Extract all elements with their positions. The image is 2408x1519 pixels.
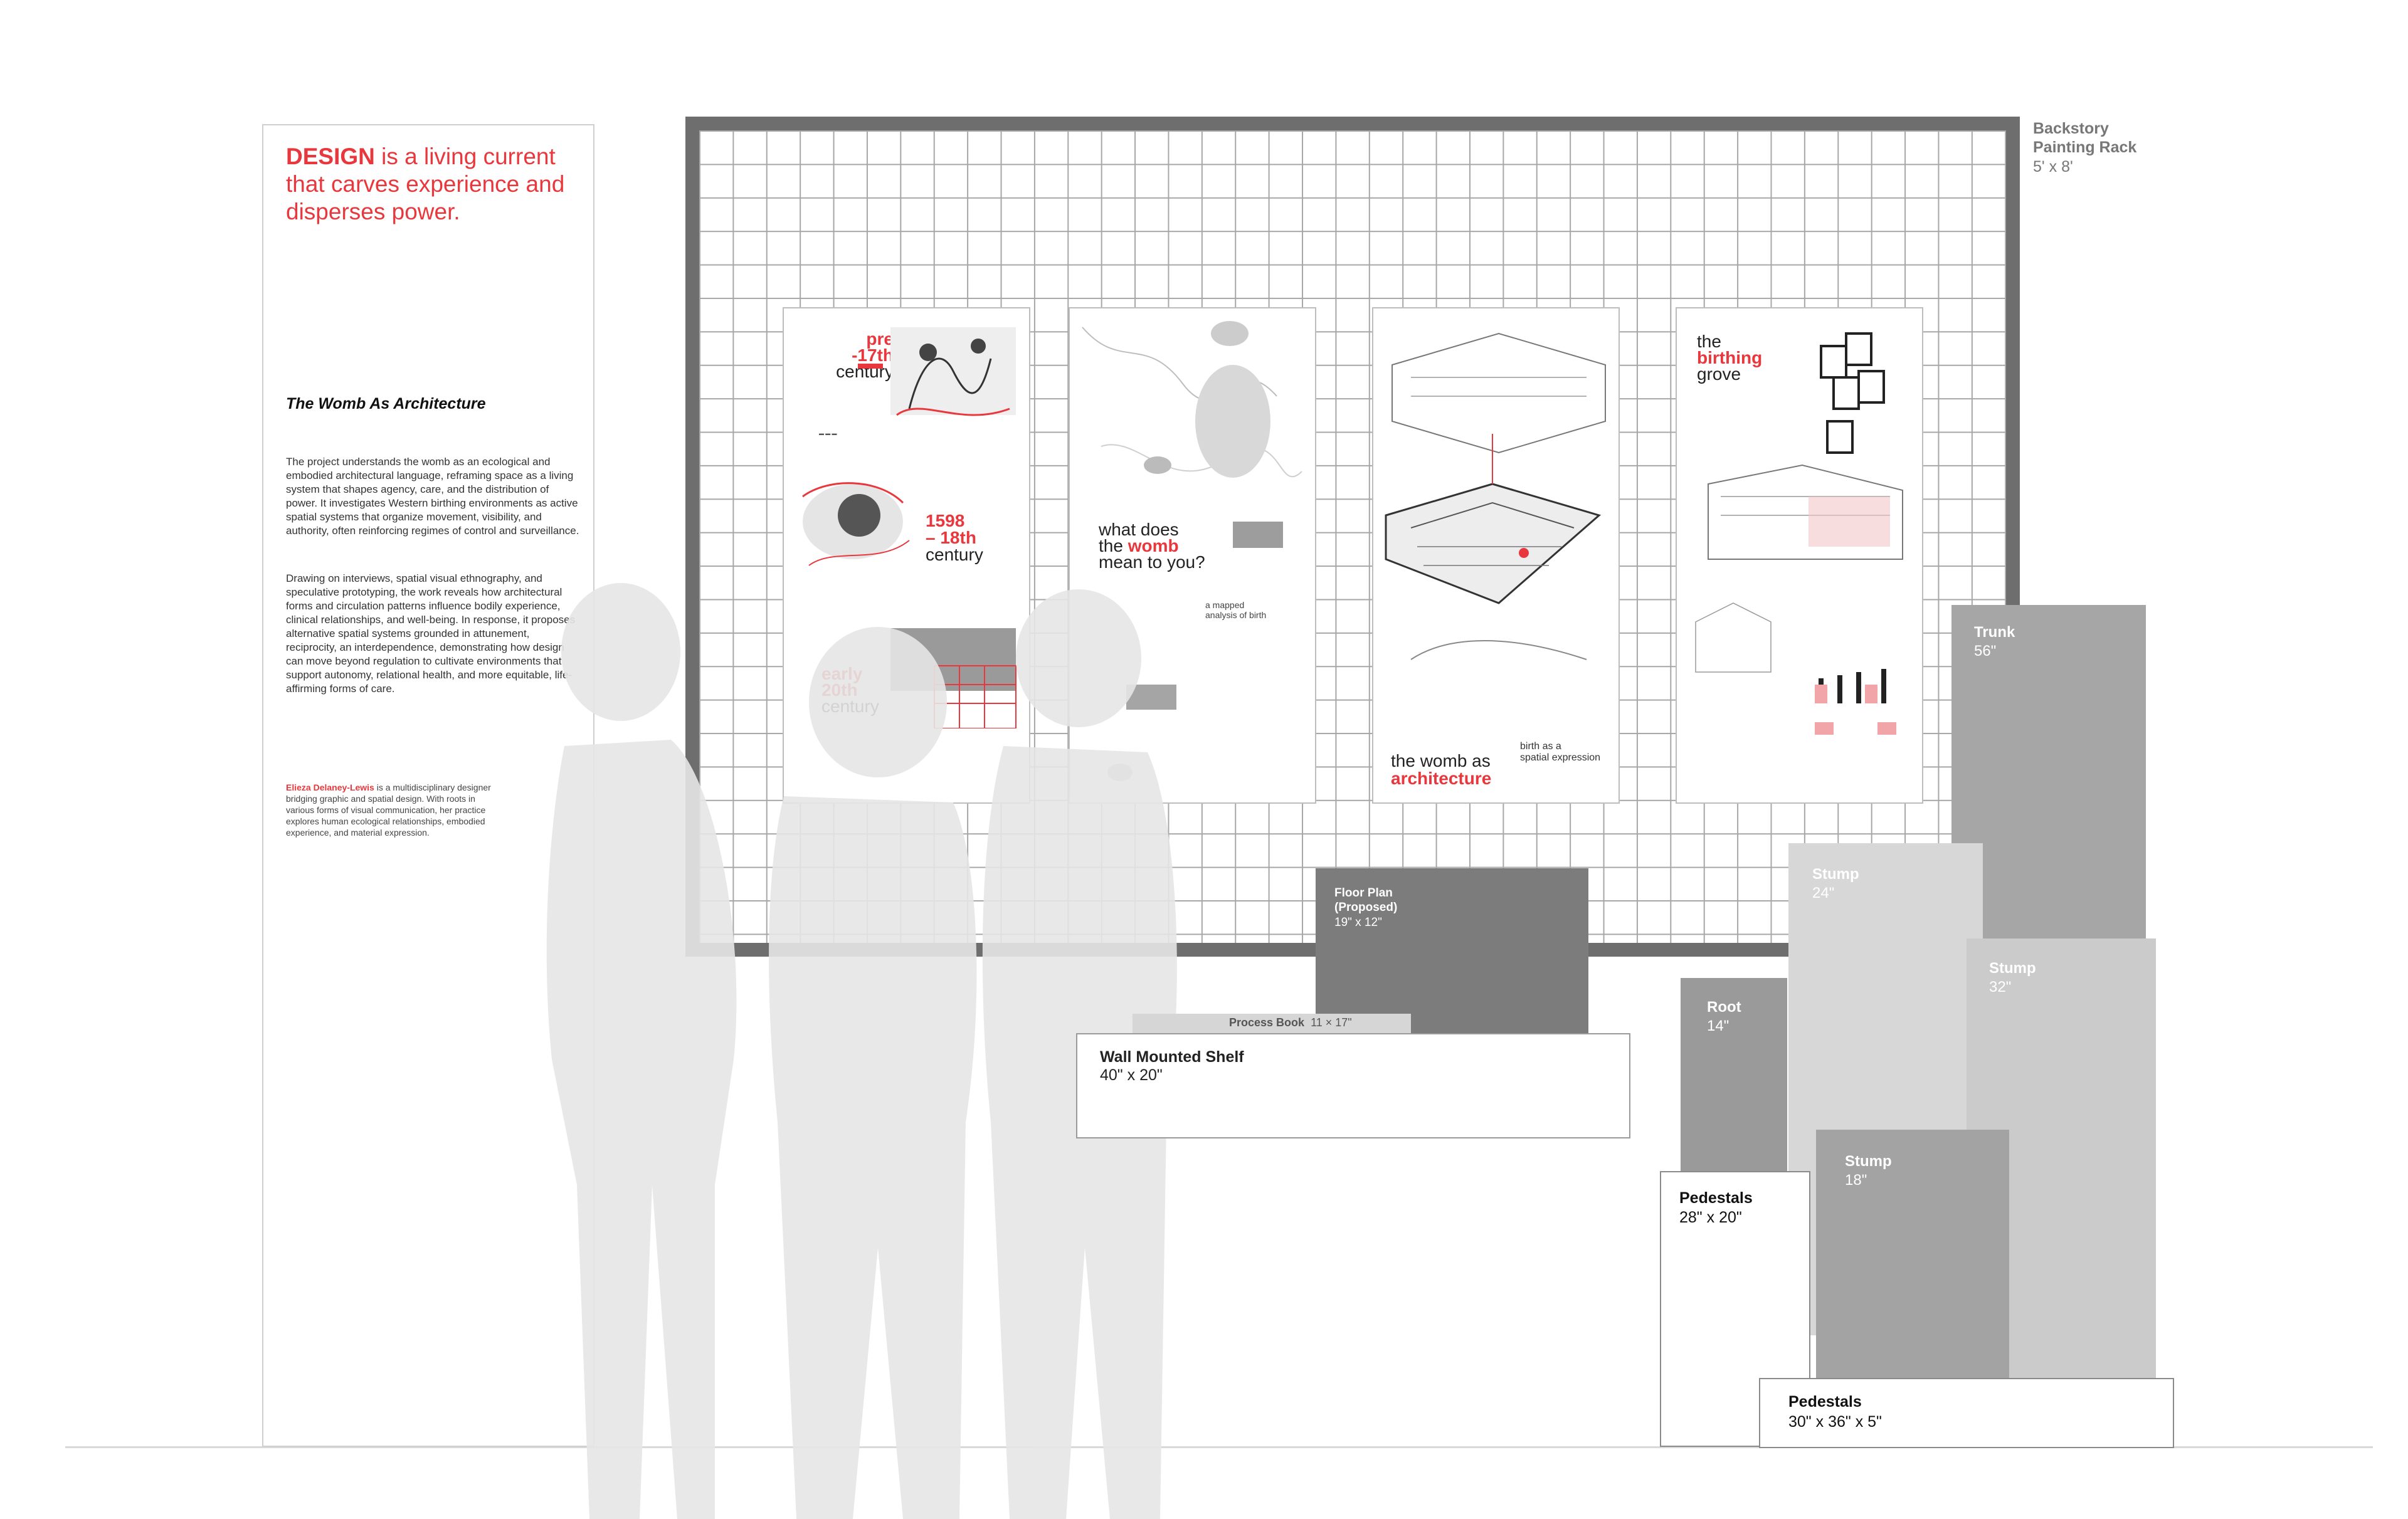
headline: DESIGN is a living current that carves e… [286,143,581,226]
pedestal-28x20-size: 28" x 20" [1679,1209,1742,1226]
floor-plan-size: 19" x 12" [1334,916,1382,929]
floor-plan-label: Floor Plan (Proposed) [1334,886,1398,914]
stump-24-size: 24" [1812,885,1835,901]
root-size: 14" [1707,1017,1729,1034]
pedestal-30x36x5-size: 30" x 36" x 5" [1788,1413,1882,1431]
rack-size: 5' x 8' [2033,158,2073,176]
shelf-size: 40" x 20" [1100,1066,1163,1084]
pedestal-30x36x5-label: Pedestals [1788,1393,1862,1411]
headline-rest: is a living current that carves experien… [286,144,565,224]
stump-18-label: Stump [1845,1153,1892,1170]
rack-label-line1: Backstory [2033,120,2109,137]
stump-32-label: Stump [1989,960,2036,977]
pedestal-28x20-label: Pedestals [1679,1189,1753,1207]
stump-32-size: 32" [1989,979,2012,996]
poster1-caption-1: ▬ ▬ ▬ [819,431,837,436]
process-book-label: Process Book 11 × 17" [1229,1016,1352,1029]
poster1-engraving-1 [890,327,1016,416]
bio-text: is a multidisciplinary designer bridging… [286,782,491,838]
rack-label-line2: Painting Rack [2033,139,2137,156]
poster2-map-drawing [1082,321,1302,781]
poster3-title: the womb as architecture [1391,751,1492,788]
poster3-axonometric-drawing [1385,332,1606,660]
poster3-subtitle: birth as a spatial expression [1520,741,1601,763]
poster4-drawings [1695,332,1903,735]
stump-18-block [1816,1130,2009,1379]
project-paragraph-2: Drawing on interviews, spatial visual et… [286,572,576,695]
poster-mapped-analysis: what does the womb mean to you? a mapped… [1069,307,1316,804]
trunk-label: Trunk [1974,624,2015,641]
text-panel [262,124,594,1447]
poster-birthing-grove: the birthing grove [1676,307,1923,804]
poster-womb-architecture: the womb as architecture birth as a spat… [1372,307,1620,804]
poster1-engraving-2 [802,482,910,566]
stump-24-label: Stump [1812,866,1859,883]
poster2-subtitle: a mapped analysis of birth [1205,600,1267,620]
wall-mounted-shelf [1076,1033,1630,1138]
bio-name: Elieza Delaney-Lewis [286,782,374,792]
poster4-title: the birthing grove [1697,332,1763,384]
floor-plan-block [1316,868,1588,1034]
trunk-size: 56" [1974,643,1997,660]
poster1-heading-2: 1598 – 18th century [926,511,983,564]
stump-18-size: 18" [1845,1172,1867,1189]
poster2-question: what does the womb mean to you? [1099,520,1205,572]
pedestal-30x36x5 [1759,1378,2174,1448]
rack-label: Backstory Painting Rack [2033,119,2136,157]
poster1-heading-1: pre -17th century [836,329,894,381]
floor-line [65,1446,2373,1448]
shelf-label: Wall Mounted Shelf [1100,1048,1244,1066]
project-title: The Womb As Architecture [286,395,486,413]
project-paragraph-1: The project understands the womb as an e… [286,456,579,537]
bio: Elieza Delaney-Lewis is a multidisciplin… [286,782,499,838]
poster1-red-bar-1 [858,364,883,369]
root-label: Root [1707,999,1741,1016]
process-book [1133,1014,1411,1034]
headline-strong: DESIGN [286,144,375,169]
